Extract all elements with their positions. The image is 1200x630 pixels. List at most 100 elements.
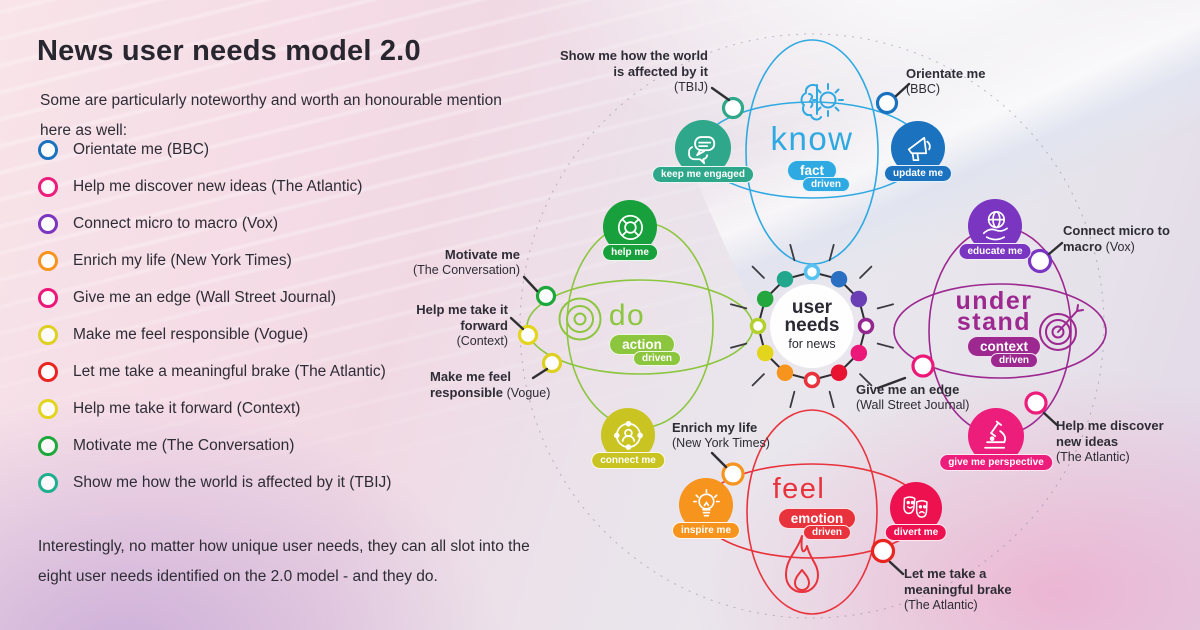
flame-icon: [785, 535, 819, 593]
ring-dot: [776, 270, 794, 288]
satellite-update-me: update me: [883, 121, 953, 182]
annotation-motivate: Motivate me (The Conversation): [390, 247, 520, 278]
annotation-source: (BBC): [906, 81, 941, 96]
do-title: do: [608, 299, 646, 332]
annotation-bold: Enrich my life: [672, 420, 758, 435]
action-badge: action: [609, 334, 675, 355]
bullet-ring-icon: [38, 213, 58, 234]
context-driven-badge: driven: [989, 353, 1038, 368]
list-item: Orientate me (BBC): [38, 131, 391, 168]
update-me-label: update me: [883, 165, 953, 182]
annotation-source: (The Atlantic): [904, 597, 978, 612]
center-line3: for news: [788, 337, 836, 351]
microscope-icon: [984, 420, 1006, 449]
satellite-connect-me: connect me: [591, 408, 665, 469]
outro-text: Interestingly, no matter how unique user…: [38, 537, 530, 585]
list-item: Make me feel responsible (Vogue): [38, 316, 391, 353]
satellite-give-me-perspective: give me perspective: [939, 408, 1053, 471]
node-tbij: [721, 96, 745, 120]
bullet-ring-icon: [38, 287, 58, 308]
lightbulb-icon: [692, 488, 720, 517]
list-item: Let me take a meaningful brake (The Atla…: [38, 353, 391, 390]
satellite-inspire-me: inspire me: [671, 478, 741, 539]
action-driven-badge: driven: [632, 351, 681, 366]
bullet-label: Enrich my life (New York Times): [73, 251, 292, 269]
node-context: [517, 324, 539, 346]
quadrant-feel: feel emotion driven: [749, 473, 857, 540]
annotation-source: (Vox): [1105, 239, 1135, 254]
annotation-orientate: Orientate me (BBC): [906, 66, 1016, 97]
annotation-brake: Let me take a meaningful brake (The Atla…: [904, 566, 1032, 613]
list-item: Help me take it forward (Context): [38, 390, 391, 427]
node-bbc: [875, 91, 899, 115]
help-me-label: help me: [602, 244, 658, 261]
annotation-bold: Motivate me: [444, 247, 520, 262]
bullet-label: Motivate me (The Conversation): [73, 436, 295, 454]
annotation-discover: Help me discover new ideas (The Atlantic…: [1056, 418, 1168, 465]
understand-title-line1: under: [955, 287, 1033, 315]
bullet-ring-icon: [38, 324, 58, 345]
annotation-bold: Connect micro to macro: [1063, 223, 1170, 254]
globe-hand-icon: [982, 210, 1008, 240]
annotation-bold: Give me an edge: [856, 382, 960, 397]
know-title: know: [770, 120, 854, 157]
annotation-bold: Make me feel responsible: [430, 369, 511, 400]
annotation-show-me: Show me how the world is affected by it …: [556, 48, 708, 95]
ring-dot: [830, 364, 848, 382]
annotation-source: (New York Times): [672, 435, 770, 450]
annotation-bold: Show me how the world is affected by it: [559, 48, 708, 79]
annotation-bold: Help me take it forward: [416, 302, 508, 333]
annotation-bold: Let me take a meaningful brake: [904, 566, 1012, 597]
node-vox: [1027, 248, 1053, 274]
node-conversation: [535, 285, 557, 307]
bullet-ring-icon: [38, 361, 58, 382]
keep-me-engaged-label: keep me engaged: [652, 166, 754, 183]
annotation-source: (The Atlantic): [1056, 449, 1130, 464]
annotation-bold: Help me discover new ideas: [1056, 418, 1164, 449]
list-item: Connect micro to macro (Vox): [38, 205, 391, 242]
bullet-label: Give me an edge (Wall Street Journal): [73, 288, 337, 306]
annotation-edge: Give me an edge (Wall Street Journal): [856, 382, 998, 413]
bullet-ring-icon: [38, 139, 58, 160]
annotation-source: (The Conversation): [413, 262, 520, 277]
people-network-icon: [613, 420, 643, 450]
educate-me-label: educate me: [958, 243, 1032, 260]
annotation-bold: Orientate me: [906, 66, 986, 81]
emotion-driven-badge: driven: [802, 525, 851, 540]
bullet-label: Help me discover new ideas (The Atlantic…: [73, 177, 363, 195]
user-needs-list: Orientate me (BBC) Help me discover new …: [38, 131, 391, 501]
brain-gear-icon: [800, 83, 844, 121]
annotation-source: (Vogue): [506, 385, 551, 400]
connect-me-label: connect me: [591, 452, 665, 469]
bullet-ring-icon: [38, 176, 58, 197]
center-label: user needs for news: [762, 297, 862, 351]
node-atlantic-discover: [1024, 391, 1048, 415]
bullet-label: Show me how the world is affected by it …: [73, 473, 392, 491]
fact-driven-badge: driven: [801, 177, 850, 192]
annotation-connect-micro: Connect micro to macro (Vox): [1063, 223, 1175, 255]
theater-masks-icon: [903, 496, 929, 519]
list-item: Give me an edge (Wall Street Journal): [38, 279, 391, 316]
annotation-enrich: Enrich my life (New York Times): [672, 420, 802, 451]
bullet-ring-icon: [38, 250, 58, 271]
center-line1: user: [791, 297, 833, 318]
satellite-educate-me: educate me: [958, 199, 1032, 260]
feel-title: feel: [772, 473, 826, 505]
bullet-ring-icon: [38, 435, 58, 456]
give-me-perspective-label: give me perspective: [939, 454, 1053, 471]
list-item: Motivate me (The Conversation): [38, 427, 391, 464]
annotation-responsible: Make me feel responsible (Vogue): [430, 369, 565, 401]
chat-bubbles-icon: [687, 136, 715, 165]
quadrant-know: know fact driven: [744, 120, 880, 192]
understand-title-line2: stand: [956, 308, 1032, 336]
bullet-ring-icon: [38, 472, 58, 493]
annotation-source: (Wall Street Journal): [856, 397, 970, 412]
ring-dot: [803, 371, 821, 389]
bullet-ring-icon: [38, 398, 58, 419]
list-item: Enrich my life (New York Times): [38, 242, 391, 279]
satellite-divert-me: divert me: [884, 482, 948, 541]
quadrant-understand: under stand context driven: [934, 287, 1054, 368]
annotation-forward: Help me take it forward (Context): [416, 302, 508, 349]
bullet-label: Connect micro to macro (Vox): [73, 214, 279, 232]
